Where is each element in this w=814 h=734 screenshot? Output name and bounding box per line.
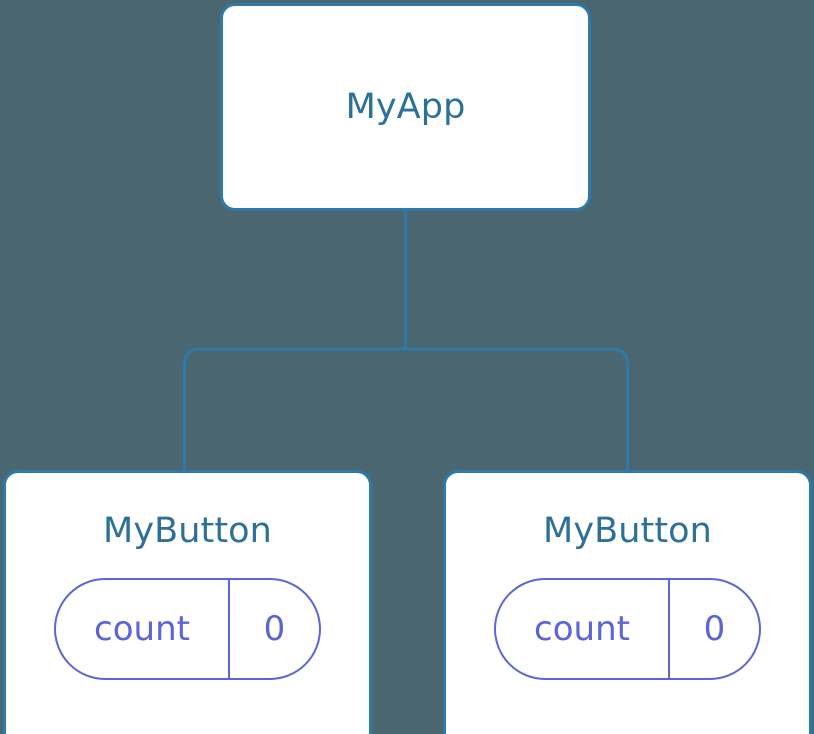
state-key-label: count xyxy=(94,608,190,649)
state-value-label: 0 xyxy=(263,608,286,649)
state-pill[interactable]: count 0 xyxy=(494,577,761,680)
edge-children-bus xyxy=(183,347,629,472)
node-title: MyApp xyxy=(345,86,466,127)
node-myapp[interactable]: MyApp xyxy=(220,3,591,211)
node-title: MyButton xyxy=(103,511,272,551)
node-mybutton-1[interactable]: MyButton count 0 xyxy=(3,470,372,734)
state-key-cell: count xyxy=(496,579,670,678)
node-title: MyButton xyxy=(543,511,712,551)
state-value-cell: 0 xyxy=(670,580,759,678)
state-key-cell: count xyxy=(56,579,230,678)
state-value-cell: 0 xyxy=(230,580,319,678)
state-value-label: 0 xyxy=(703,608,726,649)
state-key-label: count xyxy=(534,608,630,649)
state-pill[interactable]: count 0 xyxy=(54,577,321,680)
node-mybutton-2[interactable]: MyButton count 0 xyxy=(443,470,812,734)
